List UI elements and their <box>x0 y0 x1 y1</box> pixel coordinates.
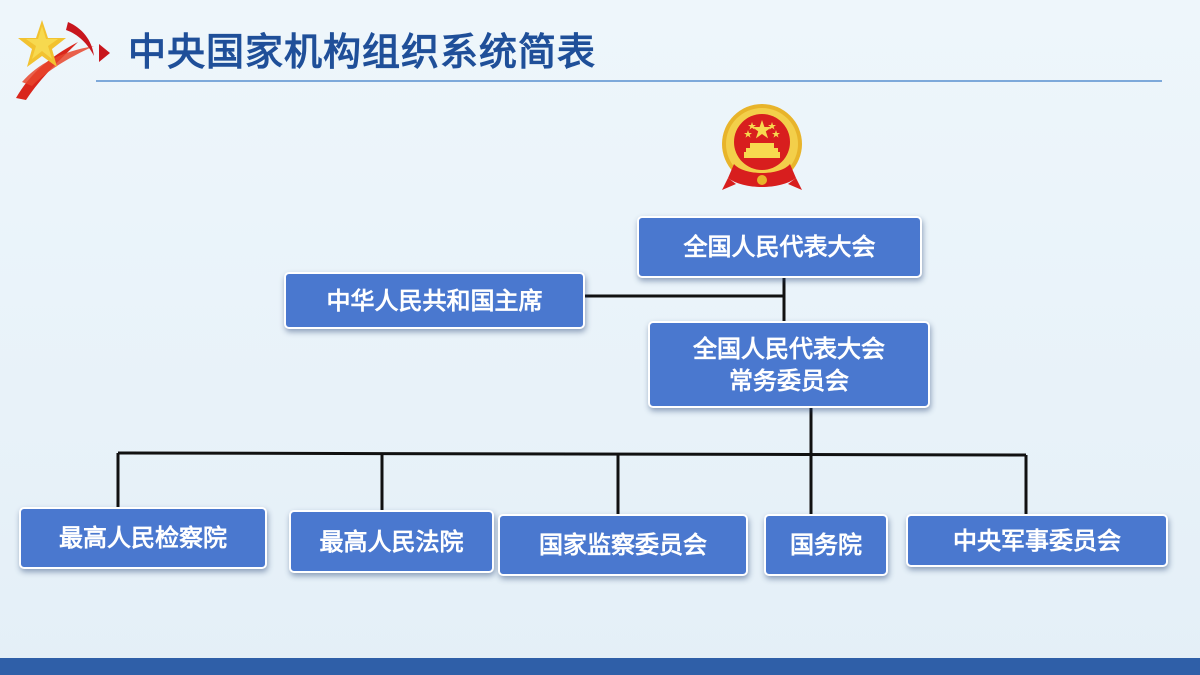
state-council-box: 国务院 <box>764 514 888 576</box>
red-ribbon-star-logo-icon <box>16 20 94 100</box>
npc-box: 全国人民代表大会 <box>637 216 922 278</box>
military-commission-box: 中央军事委员会 <box>906 514 1168 567</box>
standing-committee-line2: 常务委员会 <box>729 366 849 395</box>
court-box: 最高人民法院 <box>289 510 494 573</box>
procuratorate-box: 最高人民检察院 <box>19 507 267 569</box>
npc-label: 全国人民代表大会 <box>683 233 876 261</box>
title-divider <box>96 80 1162 82</box>
supervisory-commission-box: 国家监察委员会 <box>498 514 748 576</box>
national-emblem-icon <box>722 104 802 190</box>
president-label: 中华人民共和国主席 <box>326 286 543 315</box>
page-title: 中央国家机构组织系统简表 <box>128 30 597 74</box>
footer-bar <box>0 658 1200 675</box>
court-label: 最高人民法院 <box>319 527 464 556</box>
standing-committee-line1: 全国人民代表大会 <box>693 334 885 363</box>
supervisory-commission-label: 国家监察委员会 <box>539 531 707 559</box>
procuratorate-label: 最高人民检察院 <box>59 524 227 552</box>
president-box: 中华人民共和国主席 <box>284 272 585 329</box>
state-council-label: 国务院 <box>790 531 862 559</box>
red-triangle-arrow-icon <box>99 44 110 62</box>
military-commission-label: 中央军事委员会 <box>953 526 1121 555</box>
standing-committee-box: 全国人民代表大会 常务委员会 <box>648 321 930 408</box>
